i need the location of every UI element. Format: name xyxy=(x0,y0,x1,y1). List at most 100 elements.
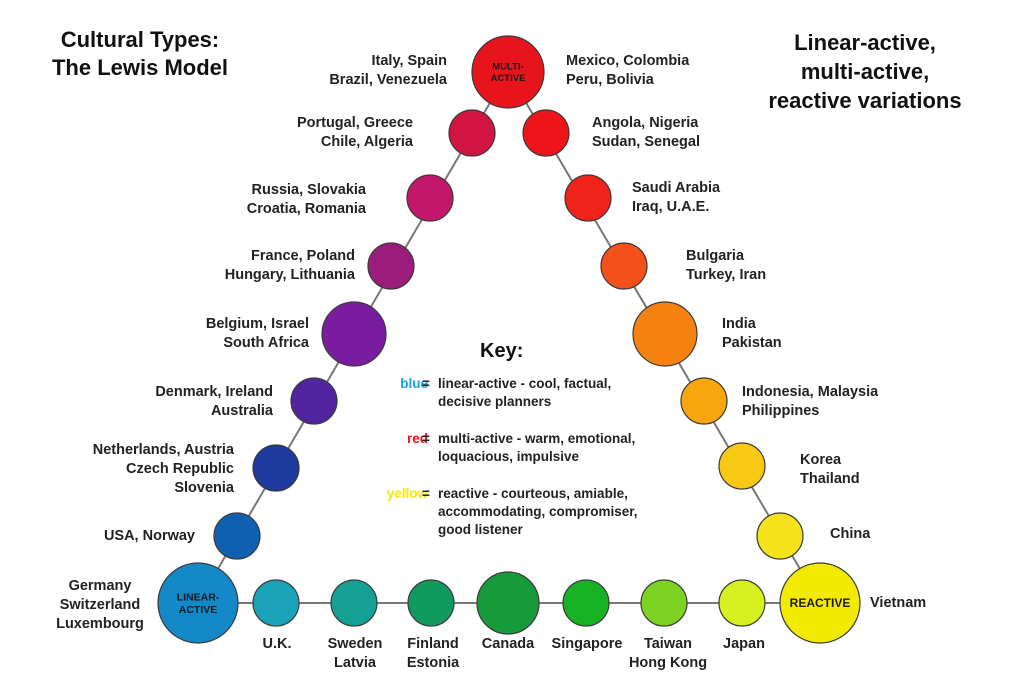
node-inner-label: MULTI- xyxy=(492,62,523,73)
subtitle-line: Linear-active, xyxy=(794,30,936,55)
node-circle-reactive xyxy=(779,562,861,644)
country-label-russia-slovakia: Russia, Slovakia xyxy=(252,182,367,198)
country-label-indonesia-malaysia: Philippines xyxy=(742,403,819,419)
key-equals: = xyxy=(422,486,430,501)
key-color-word: yellow xyxy=(386,486,428,501)
node-circle-france-poland xyxy=(367,242,415,290)
country-label-linear-active: Switzerland xyxy=(60,597,141,613)
country-label-saudi-arabia: Iraq, U.A.E. xyxy=(632,199,709,215)
title-line: The Lewis Model xyxy=(51,55,229,80)
country-label-india-pakistan: India xyxy=(722,316,757,332)
key-description: multi-active - warm, emotional, loquacio… xyxy=(438,430,698,466)
country-label-bulgaria-turkey: Turkey, Iran xyxy=(686,267,766,283)
country-label-singapore: Singapore xyxy=(552,636,623,652)
node-circle-multi-active xyxy=(471,35,545,109)
title-line: Cultural Types: xyxy=(60,27,220,52)
country-label-indonesia-malaysia: Indonesia, Malaysia xyxy=(742,384,879,400)
node-circle-japan xyxy=(718,579,766,627)
country-label-sweden-latvia: Sweden xyxy=(328,636,383,652)
node-circle-singapore xyxy=(562,579,610,627)
country-label-portugal-greece: Portugal, Greece xyxy=(297,115,413,131)
key-desc-line: good listener xyxy=(438,522,523,537)
node-circle-india-pakistan xyxy=(632,301,698,367)
country-label-bulgaria-turkey: Bulgaria xyxy=(686,248,745,264)
country-label-uk: U.K. xyxy=(263,636,292,652)
country-label-angola-nigeria: Angola, Nigeria xyxy=(592,115,699,131)
key-color-word: red xyxy=(406,431,428,446)
country-label-japan: Japan xyxy=(723,636,765,652)
country-label-linear-active: Germany xyxy=(69,578,132,594)
node-circle-portugal-greece xyxy=(448,109,496,157)
node-circle-sweden-latvia xyxy=(330,579,378,627)
country-label-denmark-ireland: Denmark, Ireland xyxy=(155,384,273,400)
node-circle-taiwan-hongkong xyxy=(640,579,688,627)
node-inner-label: ACTIVE xyxy=(491,73,526,84)
diagram-subtitle: Linear-active, multi-active, reactive va… xyxy=(735,28,995,115)
country-label-saudi-arabia: Saudi Arabia xyxy=(632,180,721,196)
node-inner-label: LINEAR- xyxy=(177,591,220,603)
node-circle-bulgaria-turkey xyxy=(600,242,648,290)
key-desc-line: multi-active - warm, emotional, xyxy=(438,431,636,446)
key-color-word: blue xyxy=(400,376,428,391)
country-label-linear-active: Luxembourg xyxy=(56,616,144,632)
country-label-netherlands-austria: Netherlands, Austria xyxy=(93,442,235,458)
node-circle-china xyxy=(756,512,804,560)
node-circle-uk xyxy=(252,579,300,627)
key-desc-line: reactive - courteous, amiable, xyxy=(438,486,628,501)
diagram-title: Cultural Types: The Lewis Model xyxy=(30,26,250,82)
node-circle-usa-norway xyxy=(213,512,261,560)
node-circle-denmark-ireland xyxy=(290,377,338,425)
country-label-india-pakistan: Pakistan xyxy=(722,335,782,351)
country-label-usa-norway: USA, Norway xyxy=(104,528,195,544)
country-label-netherlands-austria: Slovenia xyxy=(174,480,235,496)
country-label-finland-estonia: Finland xyxy=(407,636,459,652)
key-equals: = xyxy=(422,376,430,391)
key-title: Key: xyxy=(480,340,524,362)
key-desc-line: accommodating, compromiser, xyxy=(438,504,638,519)
country-label-italy-spain: Brazil, Venezuela xyxy=(329,72,448,88)
key-equals: = xyxy=(422,431,430,446)
country-label-taiwan-hongkong: Taiwan xyxy=(644,636,692,652)
country-label-italy-spain: Italy, Spain xyxy=(372,53,447,69)
country-label-belgium-israel: South Africa xyxy=(223,335,310,351)
country-label-mexico-colombia: Peru, Bolivia xyxy=(566,72,655,88)
country-label-korea-thailand: Thailand xyxy=(800,471,860,487)
node-circle-indonesia-malaysia xyxy=(680,377,728,425)
key-desc-line: decisive planners xyxy=(438,394,552,409)
node-circle-finland-estonia xyxy=(407,579,455,627)
country-label-china: China xyxy=(830,526,871,542)
country-label-mexico-colombia: Mexico, Colombia xyxy=(566,53,690,69)
country-label-france-poland: Hungary, Lithuania xyxy=(225,267,356,283)
country-label-canada: Canada xyxy=(482,636,535,652)
node-circle-saudi-arabia xyxy=(564,174,612,222)
country-label-denmark-ireland: Australia xyxy=(211,403,274,419)
node-circle-netherlands-austria xyxy=(252,444,300,492)
key-desc-line: linear-active - cool, factual, xyxy=(438,376,612,391)
node-circle-korea-thailand xyxy=(718,442,766,490)
country-label-finland-estonia: Estonia xyxy=(407,655,460,671)
country-label-netherlands-austria: Czech Republic xyxy=(126,461,234,477)
node-inner-label: REACTIVE xyxy=(790,596,851,610)
country-label-belgium-israel: Belgium, Israel xyxy=(206,316,309,332)
node-circle-angola-nigeria xyxy=(522,109,570,157)
node-circle-belgium-israel xyxy=(321,301,387,367)
country-label-portugal-greece: Chile, Algeria xyxy=(321,134,414,150)
node-circle-russia-slovakia xyxy=(406,174,454,222)
country-label-france-poland: France, Poland xyxy=(251,248,355,264)
country-label-sweden-latvia: Latvia xyxy=(334,655,377,671)
key-description: linear-active - cool, factual, decisive … xyxy=(438,375,698,411)
country-label-reactive: Vietnam xyxy=(870,595,926,611)
subtitle-line: reactive variations xyxy=(768,88,962,113)
country-label-korea-thailand: Korea xyxy=(800,452,842,468)
subtitle-line: multi-active, xyxy=(800,59,930,84)
node-circle-linear-active xyxy=(157,562,239,644)
node-inner-label: ACTIVE xyxy=(179,604,218,616)
country-label-taiwan-hongkong: Hong Kong xyxy=(629,655,707,671)
node-circle-canada xyxy=(476,571,540,635)
key-desc-line: loquacious, impulsive xyxy=(438,449,580,464)
key-description: reactive - courteous, amiable, accommoda… xyxy=(438,485,698,539)
